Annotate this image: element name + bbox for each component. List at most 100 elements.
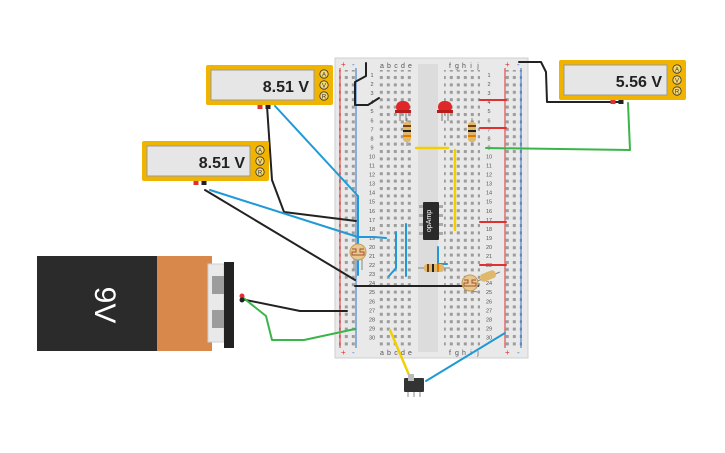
rail-plus-top-left: + bbox=[341, 60, 346, 69]
opamp-chip[interactable]: opAmp bbox=[419, 202, 443, 240]
meter-probe-red[interactable] bbox=[610, 100, 616, 104]
row-label: 1 bbox=[370, 73, 373, 79]
rail-plus-bottom-left: + bbox=[341, 348, 346, 357]
row-label: 11 bbox=[369, 164, 375, 170]
wire-blue-mid-meter bbox=[209, 189, 387, 239]
row-label: 30 bbox=[486, 335, 492, 341]
column-label: e bbox=[408, 350, 412, 357]
column-label: e bbox=[408, 63, 412, 70]
column-label: f bbox=[449, 350, 451, 357]
meter-port-a[interactable]: A bbox=[319, 69, 329, 79]
row-label: 16 bbox=[369, 209, 375, 215]
left-power-rail bbox=[339, 70, 357, 346]
column-label: g bbox=[455, 350, 459, 357]
wire-blue-jumper-1 bbox=[388, 231, 397, 277]
row-label: 19 bbox=[369, 236, 375, 242]
battery-terminal-plate bbox=[207, 263, 225, 343]
column-label: a bbox=[380, 350, 384, 357]
meter-port-r[interactable]: R bbox=[255, 167, 265, 177]
meter-display bbox=[563, 64, 668, 96]
meter-probe-black[interactable] bbox=[201, 181, 207, 185]
battery-red-lead bbox=[239, 293, 245, 299]
row-label: 5 bbox=[487, 109, 490, 115]
row-label: 20 bbox=[486, 245, 492, 251]
row-label: 14 bbox=[369, 191, 375, 197]
meter-port-v[interactable]: V bbox=[319, 80, 329, 90]
meter-port-a[interactable]: A bbox=[255, 145, 265, 155]
right-power-rail bbox=[504, 70, 522, 346]
wire-blue-switch bbox=[425, 332, 506, 382]
row-label: 12 bbox=[369, 173, 375, 179]
meter-reading: 8.51 V bbox=[263, 79, 310, 96]
column-label: j bbox=[476, 350, 479, 357]
meter-port-label: A bbox=[258, 148, 262, 154]
meter-probe-red[interactable] bbox=[257, 105, 263, 109]
battery-terminal-bottom bbox=[212, 310, 224, 328]
rail-plus-top-right: + bbox=[505, 60, 510, 69]
meter-port-v[interactable]: V bbox=[672, 75, 682, 85]
meter-top-left[interactable]: 8.51 V AVR bbox=[206, 65, 333, 109]
row-label: 19 bbox=[486, 236, 492, 242]
row-label: 24 bbox=[369, 281, 375, 287]
wire-yellow-switch bbox=[388, 328, 414, 384]
row-label: 21 bbox=[369, 254, 375, 260]
row-label: 2 bbox=[487, 82, 490, 88]
row-label: 18 bbox=[486, 227, 492, 233]
row-label: 22 bbox=[369, 263, 375, 269]
photoresistor-left[interactable] bbox=[349, 243, 367, 270]
row-label: 7 bbox=[370, 127, 373, 133]
meter-port-label: V bbox=[258, 159, 262, 165]
row-label: 26 bbox=[486, 299, 492, 305]
row-label: 15 bbox=[486, 200, 492, 206]
row-label: 3 bbox=[487, 91, 490, 97]
row-label: 13 bbox=[369, 182, 375, 188]
meter-probe-red[interactable] bbox=[193, 181, 199, 185]
column-label: g bbox=[455, 63, 459, 70]
resistor-left[interactable] bbox=[403, 118, 411, 146]
photoresistor-right[interactable] bbox=[461, 274, 479, 293]
meter-port-label: V bbox=[675, 78, 679, 84]
led-right[interactable] bbox=[437, 101, 453, 121]
meter-port-r[interactable]: R bbox=[672, 86, 682, 96]
battery-9v[interactable]: 9V bbox=[37, 256, 245, 351]
column-label: c bbox=[394, 63, 398, 70]
meter-probe-black[interactable] bbox=[265, 105, 271, 109]
battery-black-lead bbox=[239, 297, 245, 303]
wire-black-top-meter-com bbox=[266, 105, 357, 222]
slide-switch[interactable] bbox=[404, 374, 424, 397]
row-label: 4 bbox=[487, 100, 490, 106]
meter-display bbox=[146, 145, 251, 177]
wire-green-meter-right bbox=[485, 102, 631, 151]
row-label: 6 bbox=[370, 118, 373, 124]
row-label: 5 bbox=[370, 109, 373, 115]
column-label: h bbox=[462, 63, 466, 70]
row-label: 10 bbox=[369, 154, 375, 160]
wire-black-battery bbox=[240, 298, 348, 312]
meter-display bbox=[210, 69, 315, 101]
resistor-horizontal[interactable] bbox=[418, 264, 450, 272]
resistor-right[interactable] bbox=[468, 118, 476, 146]
led-left[interactable] bbox=[395, 101, 411, 121]
row-label: 8 bbox=[370, 136, 373, 142]
meter-port-r[interactable]: R bbox=[319, 91, 329, 101]
meter-port-v[interactable]: V bbox=[255, 156, 265, 166]
column-label: d bbox=[401, 350, 405, 357]
battery-terminal-top bbox=[212, 276, 224, 294]
column-label: d bbox=[401, 63, 405, 70]
column-label: b bbox=[387, 63, 391, 70]
row-label: 25 bbox=[369, 290, 375, 296]
meter-probe-black[interactable] bbox=[618, 100, 624, 104]
row-label: 18 bbox=[369, 227, 375, 233]
row-label: 13 bbox=[486, 182, 492, 188]
row-label: 1 bbox=[487, 73, 490, 79]
row-label: 26 bbox=[369, 299, 375, 305]
battery-label-band bbox=[157, 256, 212, 351]
meter-port-a[interactable]: A bbox=[672, 64, 682, 74]
rail-minus-top-right: - bbox=[517, 60, 520, 69]
column-label: c bbox=[394, 350, 398, 357]
